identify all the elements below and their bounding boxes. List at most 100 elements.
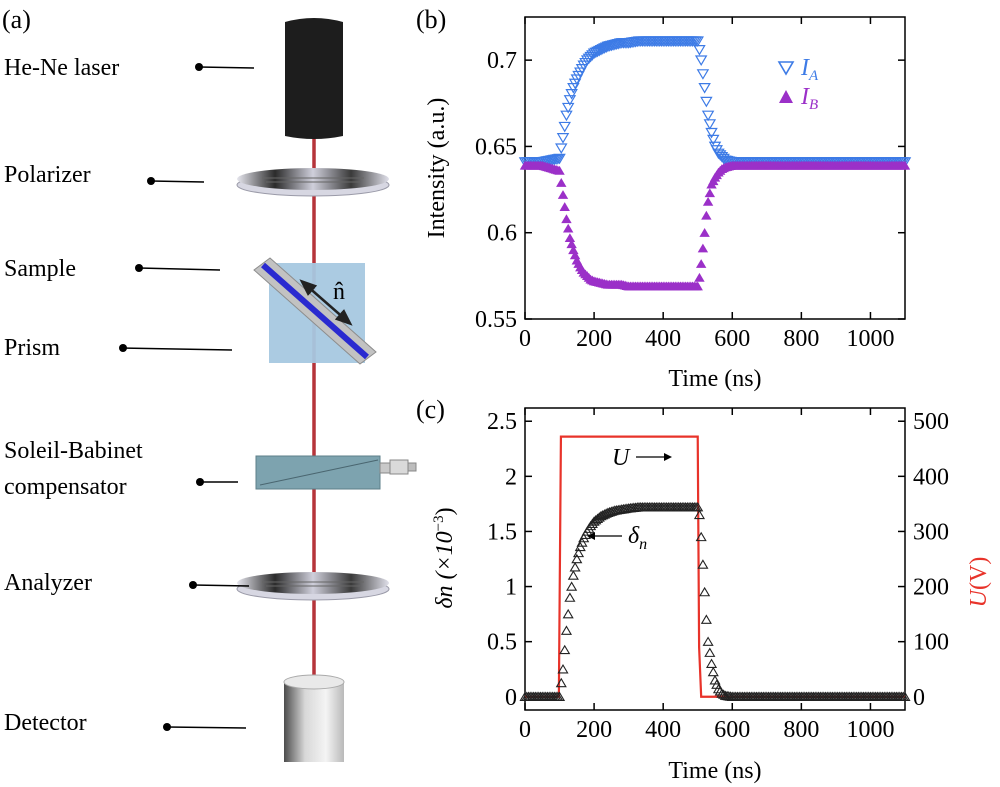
x-tick-label: 0 [519, 326, 531, 352]
y-tick-label: 1.5 [487, 519, 517, 545]
chart-b-xlabel: Time (ns) [668, 366, 761, 392]
data-point [596, 44, 609, 55]
data-point [693, 45, 706, 56]
chart-c-frame [524, 407, 906, 711]
data-point [593, 45, 606, 57]
data-point [561, 102, 575, 114]
data-point [559, 202, 570, 211]
soleil-babinet-compensator [255, 455, 417, 490]
svg-text:U: U [612, 445, 631, 471]
data-point [591, 46, 604, 58]
data-point [704, 647, 716, 657]
y2-tick-label: 300 [913, 519, 949, 545]
chart-c-ylabel-left: δn (×10−3) [431, 507, 458, 608]
data-point [561, 214, 572, 224]
label-soleil-babinet: Soleil-Babinet [4, 438, 143, 464]
y2-tick-label: 200 [913, 575, 949, 601]
data-point [699, 586, 711, 597]
label-polarizer: Polarizer [4, 162, 91, 188]
label-compensator: compensator [4, 474, 127, 500]
label-he-ne-laser: He-Ne laser [4, 55, 119, 81]
x-tick-label: 600 [714, 717, 750, 743]
data-point [704, 188, 716, 198]
panel-a-tag: (a) [2, 5, 31, 34]
director-label: n̂ [333, 279, 345, 305]
data-point [899, 160, 911, 170]
data-point [567, 82, 580, 94]
data-point [567, 570, 579, 580]
data-point [702, 196, 714, 206]
data-point [553, 153, 566, 165]
polarizer-disk [236, 168, 390, 197]
data-point [553, 691, 566, 702]
y-tick-label: 2.5 [487, 409, 517, 435]
data-point [703, 119, 717, 130]
series-ia [518, 36, 912, 168]
legend-ib-label: IB [800, 84, 818, 113]
data-point [698, 82, 711, 94]
data-point [565, 89, 578, 100]
legend-ib-marker [779, 90, 793, 103]
data-point [568, 78, 582, 90]
data-point [555, 143, 568, 155]
label-prism: Prism [4, 335, 60, 361]
chart-c-xlabel: Time (ns) [668, 758, 761, 784]
data-point [705, 658, 718, 668]
x-tick-label: 600 [714, 326, 750, 352]
chart-c-ylabel-right: U(V) [966, 557, 992, 608]
data-point [556, 133, 570, 144]
y2-tick-label: 0 [913, 685, 925, 711]
data-point [694, 272, 705, 282]
data-point [571, 553, 583, 564]
data-point [702, 636, 714, 646]
data-point [566, 581, 578, 591]
y-tick-label: 0.5 [487, 630, 517, 656]
detector-cylinder [283, 674, 345, 762]
data-point [568, 245, 579, 255]
svg-text:δn: δn [628, 523, 647, 553]
data-point [691, 36, 704, 48]
data-point [693, 509, 706, 520]
data-point [713, 150, 727, 161]
legend-ia-label: IA [800, 55, 819, 84]
data-point [566, 239, 577, 249]
y-tick-label: 0.55 [475, 307, 517, 333]
data-point [560, 110, 573, 122]
data-point [712, 148, 725, 160]
data-point [697, 243, 709, 253]
data-point [700, 96, 713, 108]
analyzer-disk [236, 572, 390, 601]
data-point [564, 592, 576, 602]
data-point [572, 547, 585, 558]
data-point [599, 42, 613, 54]
data-point [587, 48, 601, 60]
data-point [694, 55, 708, 67]
data-point [598, 43, 611, 54]
data-point [569, 250, 581, 260]
data-point [562, 608, 574, 619]
data-point [696, 69, 710, 80]
x-tick-label: 800 [783, 717, 819, 743]
legend-ia-marker [777, 61, 795, 76]
data-point [554, 165, 565, 175]
x-tick-label: 1000 [846, 326, 894, 352]
component-labels: He-Ne laser Polarizer Sample Prism Solei… [4, 55, 255, 736]
panel-b-tag: (b) [416, 5, 446, 34]
y-tick-label: 2 [505, 464, 517, 490]
data-point [558, 121, 571, 133]
chart-b-ylabel: Intensity (a.u.) [424, 98, 450, 239]
data-point [899, 691, 911, 702]
data-point [589, 47, 603, 59]
data-point [692, 281, 703, 291]
data-point [598, 509, 611, 519]
series-u [525, 435, 905, 698]
data-point [692, 501, 704, 512]
data-point [560, 625, 573, 635]
annotation-u-arrow: U [612, 445, 672, 471]
data-point [700, 614, 712, 624]
u-line [525, 435, 905, 698]
label-sample: Sample [4, 256, 76, 282]
